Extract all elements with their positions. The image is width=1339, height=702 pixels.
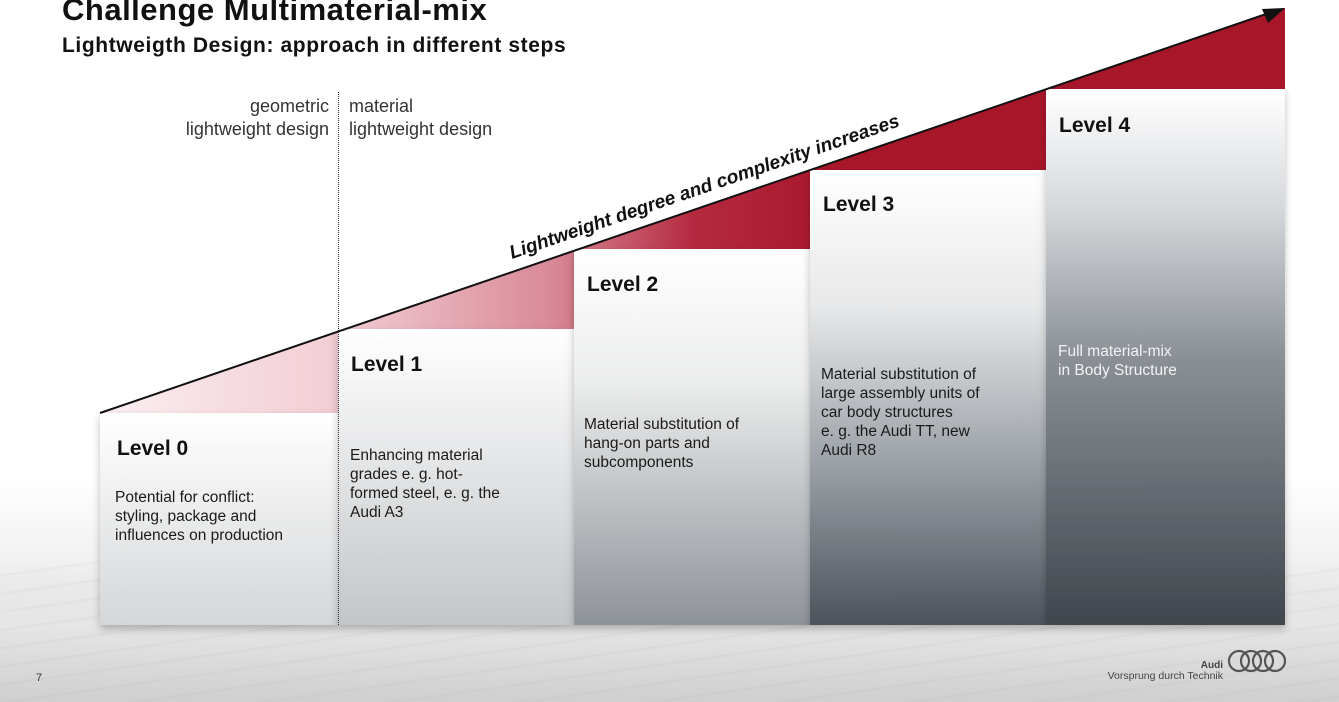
level-1-box <box>338 329 574 625</box>
brand-slogan: Vorsprung durch Technik <box>1107 670 1223 682</box>
level-4-desc-line: Full material-mix <box>1058 343 1172 360</box>
level-1-desc-line: grades e. g. hot- <box>350 466 463 483</box>
level-3-desc: Material substitution of large assembly … <box>821 365 1036 460</box>
level-2-desc-line: subcomponents <box>584 454 694 471</box>
category-material-line2: lightweight design <box>349 119 493 139</box>
level-3-box <box>810 170 1046 625</box>
level-3-desc-line: Audi R8 <box>821 442 877 459</box>
slide-subtitle: Lightweigth Design: approach in differen… <box>62 34 567 57</box>
level-0-desc-line: Potential for conflict: <box>115 489 255 506</box>
level-0-desc-line: influences on production <box>115 527 284 544</box>
level-1-desc: Enhancing material grades e. g. hot- for… <box>350 446 565 522</box>
level-0-desc-line: styling, package and <box>115 508 257 525</box>
level-3-desc-line: e. g. the Audi TT, new <box>821 423 970 440</box>
level-4-desc-line: in Body Structure <box>1058 362 1177 379</box>
level-1-desc-line: formed steel, e. g. the <box>350 485 500 502</box>
category-material-line1: material <box>349 96 414 116</box>
level-1-desc-line: Enhancing material <box>350 447 483 464</box>
level-4-title: Level 4 <box>1059 114 1131 137</box>
brand-text: Audi Vorsprung durch Technik <box>1067 660 1223 682</box>
level-0-title: Level 0 <box>117 437 189 460</box>
brand-name: Audi <box>1200 660 1223 671</box>
level-2-desc-line: hang-on parts and <box>584 435 710 452</box>
category-geometric: geometric lightweight design <box>186 95 329 141</box>
category-geometric-line2: lightweight design <box>185 119 329 139</box>
level-0-desc: Potential for conflict: styling, package… <box>115 488 330 545</box>
level-3-desc-line: large assembly units of <box>821 385 980 402</box>
level-0-box <box>100 413 338 625</box>
diagonal-arrow-icon <box>99 11 1273 414</box>
category-material: material lightweight design <box>349 95 492 141</box>
level-2-desc-line: Material substitution of <box>584 416 740 433</box>
geometric-material-divider <box>338 92 339 625</box>
level-1-title: Level 1 <box>351 353 423 376</box>
level-1-desc-line: Audi A3 <box>350 504 404 521</box>
arrowhead-icon <box>1262 8 1285 23</box>
level-2-box <box>574 249 810 625</box>
audi-rings-logo <box>1227 649 1287 673</box>
category-geometric-line1: geometric <box>249 96 329 116</box>
level-2-title: Level 2 <box>587 273 659 296</box>
page-number: 7 <box>36 672 43 684</box>
level-2-desc: Material substitution of hang-on parts a… <box>584 415 799 472</box>
level-4-box <box>1046 89 1285 625</box>
level-3-desc-line: Material substitution of <box>821 366 977 383</box>
slide-title: Challenge Multimaterial-mix <box>62 0 488 27</box>
level-3-title: Level 3 <box>823 193 895 216</box>
level-4-desc: Full material-mix in Body Structure <box>1058 342 1273 380</box>
level-3-desc-line: car body structures <box>821 404 953 421</box>
